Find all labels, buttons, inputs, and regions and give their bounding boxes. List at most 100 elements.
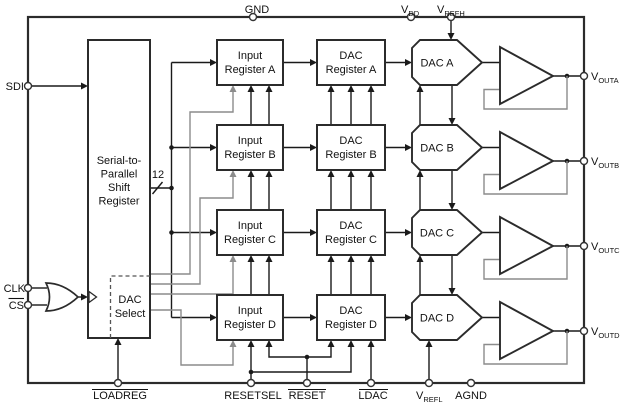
dac-register-c-label2: Register C xyxy=(325,234,377,246)
pin-label-voutd: VOUTD xyxy=(591,326,620,340)
pin-label-vrefh-subscript: REFH xyxy=(444,9,464,18)
pin-label-voutc-base: V xyxy=(591,241,599,253)
pin-label-vdd-subscript: DD xyxy=(408,9,419,18)
pin-label-voutb-subscript: OUTB xyxy=(598,161,619,170)
arrowhead xyxy=(210,144,217,151)
pin-label-vouta-subscript: OUTA xyxy=(598,76,618,85)
pin-label-clk: CLK xyxy=(4,283,26,295)
feedback-loop-d xyxy=(483,331,568,365)
arrowhead xyxy=(448,203,456,210)
dac-b-symbol xyxy=(411,124,484,171)
pin-label-reset: RESET xyxy=(289,390,326,402)
arrowhead xyxy=(247,255,255,262)
feedback-loop-b xyxy=(483,161,568,195)
input-register-c-label2: Register C xyxy=(224,234,276,246)
output-buffer-d-opamp xyxy=(499,300,556,361)
arrowhead xyxy=(327,85,335,92)
pin-label-voutc: VOUTC xyxy=(591,241,620,255)
pin-loadreg xyxy=(113,378,123,388)
vrefl-arrow xyxy=(425,340,433,347)
dac-register-b-label2: Register B xyxy=(325,149,376,161)
arrowhead xyxy=(247,170,255,177)
arrowhead xyxy=(210,229,217,236)
select-b-arrow xyxy=(229,170,237,177)
pin-label-voutc-subscript: OUTC xyxy=(598,246,620,255)
select-d-wire xyxy=(150,309,234,366)
overlay-layer xyxy=(44,275,150,338)
input-register-d-label2: Register D xyxy=(224,319,276,331)
dac-register-d-box xyxy=(316,294,386,341)
arrowhead xyxy=(265,170,273,177)
pin-sdi xyxy=(23,81,33,91)
arrowhead xyxy=(405,229,412,236)
pin-vrefl xyxy=(424,378,434,388)
arrowhead xyxy=(310,59,317,66)
arrowhead xyxy=(416,255,424,262)
pin-vdd xyxy=(406,12,416,22)
pin-label-agnd: AGND xyxy=(455,390,487,402)
dac-b-label: DAC B xyxy=(420,143,454,155)
arrowhead xyxy=(210,59,217,66)
feedback-loop-a xyxy=(483,76,568,110)
arrowhead xyxy=(247,85,255,92)
arrowhead xyxy=(347,170,355,177)
input-register-b-box xyxy=(216,124,284,171)
pin-clk xyxy=(23,283,33,293)
arrowhead xyxy=(347,85,355,92)
arrowhead xyxy=(367,85,375,92)
arrowhead xyxy=(310,314,317,321)
arrowhead xyxy=(347,255,355,262)
select-b-wire xyxy=(150,175,234,285)
arrowhead xyxy=(265,340,273,347)
pin-label-voutb: VOUTB xyxy=(591,156,619,170)
pin-label-voutd-subscript: OUTD xyxy=(598,331,620,340)
pin-vouta xyxy=(579,71,589,81)
arrowhead xyxy=(405,144,412,151)
dac-d-label: DAC D xyxy=(420,313,454,325)
dac-select-label-line2: Select xyxy=(115,308,146,320)
pin-voutc xyxy=(579,241,589,251)
pin-label-vrefl-subscript: REFL xyxy=(423,395,442,403)
arrowhead xyxy=(405,59,412,66)
clock-or-gate xyxy=(44,282,80,312)
pin-layer xyxy=(23,12,589,388)
loadreg-arrow xyxy=(114,338,122,345)
arrowhead xyxy=(367,340,375,347)
pin-resetsel xyxy=(246,378,256,388)
dac-register-c-box xyxy=(316,209,386,256)
shift-register-label-line4: Register xyxy=(99,196,140,208)
arrowhead xyxy=(210,314,217,321)
pin-label-vdd-base: V xyxy=(401,4,409,16)
select-c-wire xyxy=(150,260,234,295)
reset-branch xyxy=(268,340,332,358)
select-c-arrow xyxy=(229,255,237,262)
clock-input-triangle-icon xyxy=(88,290,98,304)
bus-width-slash xyxy=(151,181,164,195)
dac-register-b-box xyxy=(316,124,386,171)
gate-output-arrow xyxy=(81,293,88,301)
dac-register-a-label2: Register A xyxy=(326,64,377,76)
arrowhead xyxy=(448,118,456,125)
arrowhead xyxy=(327,170,335,177)
pin-label-vdd: VDD xyxy=(401,4,420,18)
pin-label-vrefh-base: V xyxy=(437,4,445,16)
arrowhead xyxy=(265,255,273,262)
pin-label-cs: CS xyxy=(9,300,24,312)
input-register-c-label: Input xyxy=(238,220,262,232)
pin-label-loadreg: LOADREG xyxy=(93,390,147,402)
select-d-arrow xyxy=(229,340,237,347)
pin-ldac xyxy=(366,378,376,388)
arrowhead xyxy=(367,170,375,177)
pin-label-gnd: GND xyxy=(245,4,270,16)
bus-width-label: 12 xyxy=(152,169,164,181)
dac-select-label-line1: DAC xyxy=(118,294,141,306)
input-register-a-box xyxy=(216,39,284,86)
pin-label-ldac: LDAC xyxy=(358,390,387,402)
wire-layer xyxy=(31,20,581,380)
dac-c-symbol xyxy=(411,209,484,256)
input-register-a-label2: Register A xyxy=(225,64,276,76)
resetsel-branch xyxy=(251,346,352,373)
arrowhead xyxy=(81,82,88,90)
pin-gnd xyxy=(248,12,258,22)
